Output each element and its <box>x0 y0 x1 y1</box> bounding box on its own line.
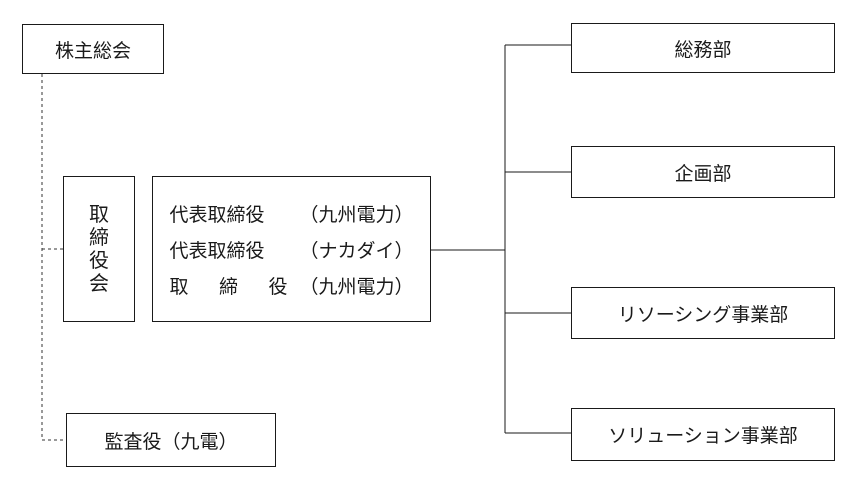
director-entry: 代表取締役 （ナカダイ） <box>169 236 413 263</box>
director-role-char: 締 <box>218 275 238 298</box>
director-role-char: 役 <box>268 275 288 298</box>
department-label: 企画部 <box>674 162 732 185</box>
director-role-char: 取 <box>169 275 189 298</box>
department-label: リソーシング事業部 <box>617 303 789 326</box>
board-label-char: 会 <box>89 271 109 295</box>
department-planning-box: 企画部 <box>571 146 835 198</box>
board-label-char: 取 <box>89 202 109 226</box>
board-label-char: 締 <box>89 225 109 249</box>
director-entry: 取 締 役 （九州電力） <box>169 272 413 299</box>
director-entry: 代表取締役 （九州電力） <box>169 200 413 227</box>
shareholders-meeting-label: 株主総会 <box>54 39 131 62</box>
director-affiliation: （ナカダイ） <box>299 239 414 262</box>
auditor-label: 監査役（九電） <box>104 430 238 453</box>
department-resourcing-box: リソーシング事業部 <box>571 287 835 339</box>
director-role: 取 締 役 <box>169 272 287 299</box>
department-general-affairs-box: 総務部 <box>571 23 835 73</box>
shareholders-meeting-box: 株主総会 <box>22 24 164 74</box>
department-label: 総務部 <box>674 38 732 61</box>
board-of-directors-label: 取 締 役 会 <box>89 203 109 295</box>
director-affiliation: （九州電力） <box>299 203 414 226</box>
department-solutions-box: ソリューション事業部 <box>571 408 835 461</box>
directors-box: 代表取締役 （九州電力） 代表取締役 （ナカダイ） 取 締 役 （九州電力） <box>152 176 431 322</box>
director-affiliation: （九州電力） <box>299 275 414 298</box>
director-role: 代表取締役 <box>169 203 265 226</box>
directors-list: 代表取締役 （九州電力） 代表取締役 （ナカダイ） 取 締 役 （九州電力） <box>169 200 413 299</box>
board-label-char: 役 <box>89 248 109 272</box>
board-of-directors-box: 取 締 役 会 <box>63 176 135 322</box>
department-label: ソリューション事業部 <box>608 425 798 447</box>
director-role: 代表取締役 <box>169 239 265 262</box>
auditor-box: 監査役（九電） <box>66 413 276 467</box>
